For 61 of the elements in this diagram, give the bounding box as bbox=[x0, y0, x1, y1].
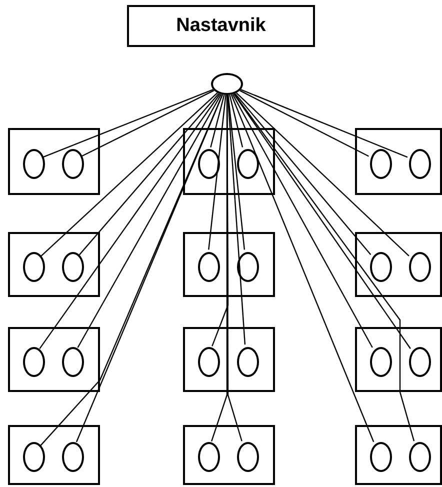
desk-box bbox=[8, 327, 100, 392]
node-label: Nastavnik bbox=[176, 14, 266, 38]
desk-box bbox=[355, 425, 442, 485]
connector-line bbox=[234, 93, 415, 442]
connector-line bbox=[227, 94, 246, 345]
connector-line bbox=[240, 89, 408, 158]
connector-line bbox=[76, 94, 224, 442]
desk-box bbox=[183, 327, 275, 392]
connector-line bbox=[42, 88, 214, 158]
desk-box bbox=[183, 232, 275, 297]
connector-line bbox=[233, 94, 411, 349]
student-circle bbox=[23, 252, 45, 282]
student-circle bbox=[198, 442, 220, 472]
student-circle bbox=[198, 346, 220, 376]
student-circle bbox=[370, 252, 392, 282]
connector-line bbox=[228, 94, 246, 250]
student-circle bbox=[409, 346, 431, 376]
desk-box bbox=[8, 128, 100, 195]
student-circle bbox=[62, 346, 84, 376]
student-circle bbox=[237, 148, 259, 178]
student-circle bbox=[62, 252, 84, 282]
connector-line bbox=[81, 90, 214, 157]
ellipse bbox=[211, 73, 243, 95]
connector-line bbox=[40, 92, 218, 257]
student-circle bbox=[370, 148, 392, 178]
connector-line bbox=[39, 94, 220, 350]
connector-line bbox=[77, 94, 222, 348]
desk-box bbox=[355, 128, 442, 195]
student-circle bbox=[409, 442, 431, 472]
desk-box bbox=[355, 327, 442, 392]
connector-line bbox=[232, 94, 373, 348]
student-circle bbox=[237, 442, 259, 472]
connector-line bbox=[226, 95, 242, 442]
connector-line bbox=[234, 93, 372, 256]
student-circle bbox=[409, 148, 431, 178]
desk-box bbox=[183, 128, 275, 195]
connector-line bbox=[208, 94, 226, 250]
student-circle bbox=[370, 442, 392, 472]
connector-line bbox=[240, 90, 369, 157]
student-circle bbox=[409, 252, 431, 282]
connector-line bbox=[78, 93, 220, 256]
student-circle bbox=[198, 148, 220, 178]
connector-line bbox=[230, 94, 374, 442]
student-circle bbox=[23, 442, 45, 472]
desk-box bbox=[8, 425, 100, 485]
connector-line bbox=[40, 94, 224, 446]
connector-line bbox=[210, 94, 225, 148]
label-box bbox=[127, 5, 315, 47]
desk-box bbox=[8, 232, 100, 297]
student-circle bbox=[237, 346, 259, 376]
student-circle bbox=[23, 346, 45, 376]
desk-box bbox=[355, 232, 442, 297]
student-circle bbox=[23, 148, 45, 178]
student-circle bbox=[62, 148, 84, 178]
student-circle bbox=[370, 346, 392, 376]
student-circle bbox=[62, 442, 84, 472]
connector-line bbox=[236, 92, 410, 256]
student-circle bbox=[237, 252, 259, 282]
desk-box bbox=[183, 425, 275, 485]
connector-line bbox=[229, 94, 244, 148]
student-circle bbox=[198, 252, 220, 282]
